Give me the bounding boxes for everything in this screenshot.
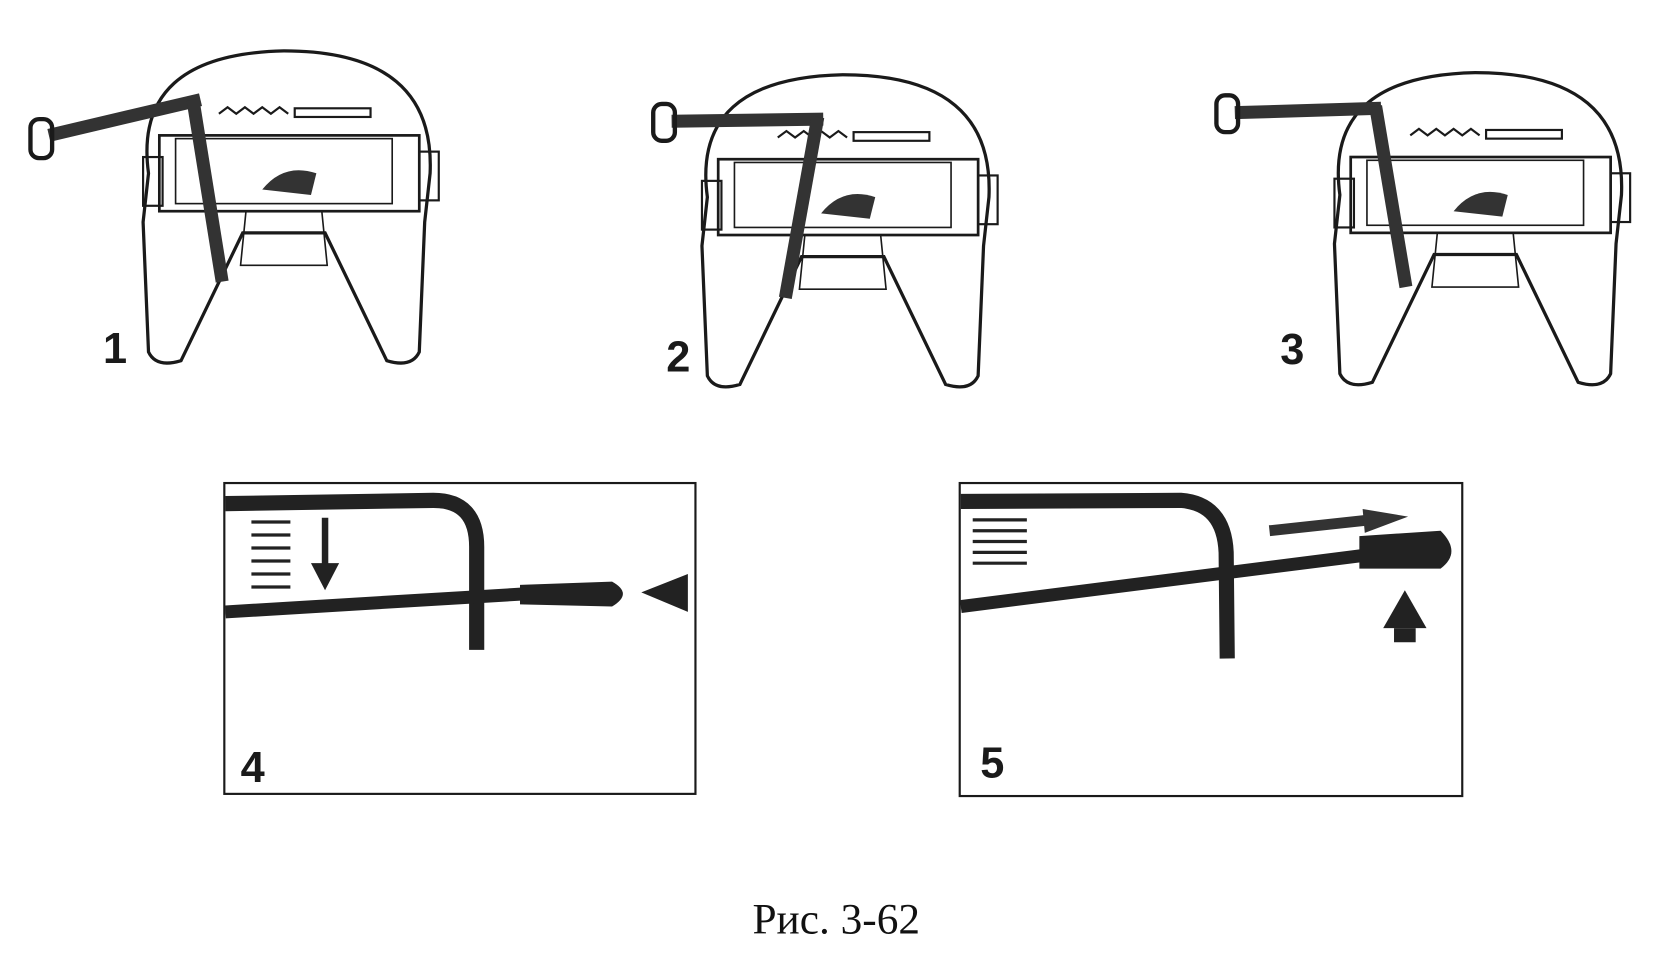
left-arrow-icon xyxy=(641,574,688,612)
figure-label-3: 3 xyxy=(1280,326,1304,374)
handle-grip xyxy=(651,101,678,143)
detail-panel-4: 4 xyxy=(223,481,697,795)
spring xyxy=(251,520,291,589)
release-handle xyxy=(671,112,824,128)
release-handle xyxy=(1234,101,1382,120)
hitch-figure-2: 2 xyxy=(651,73,1000,389)
figure-label-4: 4 xyxy=(241,744,265,792)
lock-lever xyxy=(778,115,825,299)
up-arrow-icon xyxy=(1383,590,1427,629)
figure-label-1: 1 xyxy=(103,325,127,373)
figure-label-5: 5 xyxy=(980,740,1004,788)
down-arrow-head-icon xyxy=(310,563,340,591)
lock-lever xyxy=(186,98,229,283)
figure-label-2: 2 xyxy=(666,333,690,381)
hitch-figure-1: 1 xyxy=(28,49,441,373)
rod-knob xyxy=(519,581,623,607)
handle-grip xyxy=(28,116,55,161)
pin-rod xyxy=(959,548,1372,613)
right-arrow-icon xyxy=(1268,514,1371,537)
figure-caption: Рис. 3-62 xyxy=(752,896,920,944)
pin-rod xyxy=(225,587,532,619)
spring xyxy=(972,518,1027,565)
lock-lever xyxy=(1369,105,1413,289)
detail-panel-5: 5 xyxy=(958,481,1464,798)
bracket xyxy=(225,492,485,650)
handle-grip xyxy=(1214,93,1241,135)
release-handle xyxy=(47,93,202,142)
right-arrow-head-icon xyxy=(1362,509,1409,533)
bracket xyxy=(960,492,1235,659)
rod-knob xyxy=(1359,530,1452,569)
hitch-figure-3: 3 xyxy=(1214,70,1632,387)
